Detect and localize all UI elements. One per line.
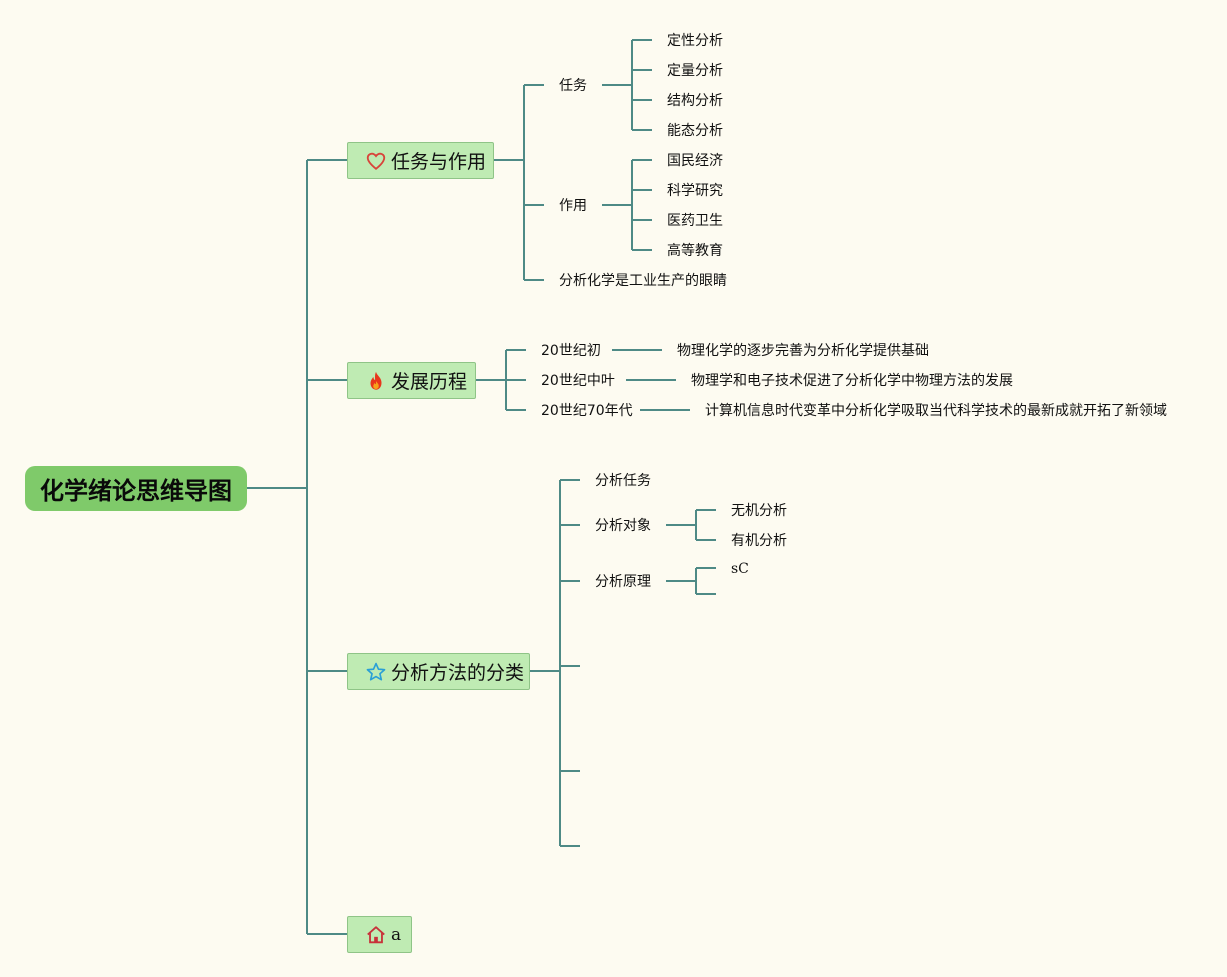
topic-higher-education[interactable]: 高等教育 (667, 243, 723, 259)
topic-sc[interactable]: sC (731, 561, 749, 577)
topic-mid-20th-century[interactable]: 20世纪中叶 (541, 373, 615, 389)
topic-early-20th-century[interactable]: 20世纪初 (541, 343, 601, 359)
topic-analysis-task[interactable]: 分析任务 (595, 473, 651, 489)
topic-medicine-health[interactable]: 医药卫生 (667, 213, 723, 229)
heart-icon (365, 150, 387, 172)
topic-analysis-object[interactable]: 分析对象 (595, 518, 651, 534)
topic-task[interactable]: 任务 (559, 78, 587, 94)
topic-mid-20th-detail[interactable]: 物理学和电子技术促进了分析化学中物理方法的发展 (691, 373, 1013, 389)
branch-label: 发展历程 (391, 371, 468, 393)
branch-analysis-method-classification[interactable]: 分析方法的分类 (347, 653, 530, 690)
star-icon (365, 661, 387, 683)
topic-1970s[interactable]: 20世纪70年代 (541, 403, 633, 419)
topic-eyes-of-industry[interactable]: 分析化学是工业生产的眼睛 (559, 273, 727, 289)
branch-a[interactable]: a (347, 916, 412, 953)
root-topic[interactable]: 化学绪论思维导图 (25, 466, 247, 511)
topic-energy-state-analysis[interactable]: 能态分析 (667, 123, 723, 139)
root-topic-label: 化学绪论思维导图 (40, 477, 232, 505)
topic-inorganic-analysis[interactable]: 无机分析 (731, 503, 787, 519)
topic-early-20th-detail[interactable]: 物理化学的逐步完善为分析化学提供基础 (677, 343, 929, 359)
branch-label: a (391, 924, 402, 945)
flame-icon (365, 370, 387, 392)
topic-analysis-principle[interactable]: 分析原理 (595, 574, 651, 590)
topic-structural-analysis[interactable]: 结构分析 (667, 93, 723, 109)
branch-label: 分析方法的分类 (391, 662, 525, 684)
topic-role[interactable]: 作用 (559, 198, 587, 214)
topic-national-economy[interactable]: 国民经济 (667, 153, 723, 169)
branch-development-history[interactable]: 发展历程 (347, 362, 476, 399)
house-icon (365, 924, 387, 946)
topic-scientific-research[interactable]: 科学研究 (667, 183, 723, 199)
branch-label: 任务与作用 (391, 151, 487, 173)
branch-task-and-role[interactable]: 任务与作用 (347, 142, 494, 179)
topic-quantitative-analysis[interactable]: 定量分析 (667, 63, 723, 79)
topic-1970s-detail[interactable]: 计算机信息时代变革中分析化学吸取当代科学技术的最新成就开拓了新领域 (705, 403, 1167, 419)
topic-organic-analysis[interactable]: 有机分析 (731, 533, 787, 549)
topic-qualitative-analysis[interactable]: 定性分析 (667, 33, 723, 49)
